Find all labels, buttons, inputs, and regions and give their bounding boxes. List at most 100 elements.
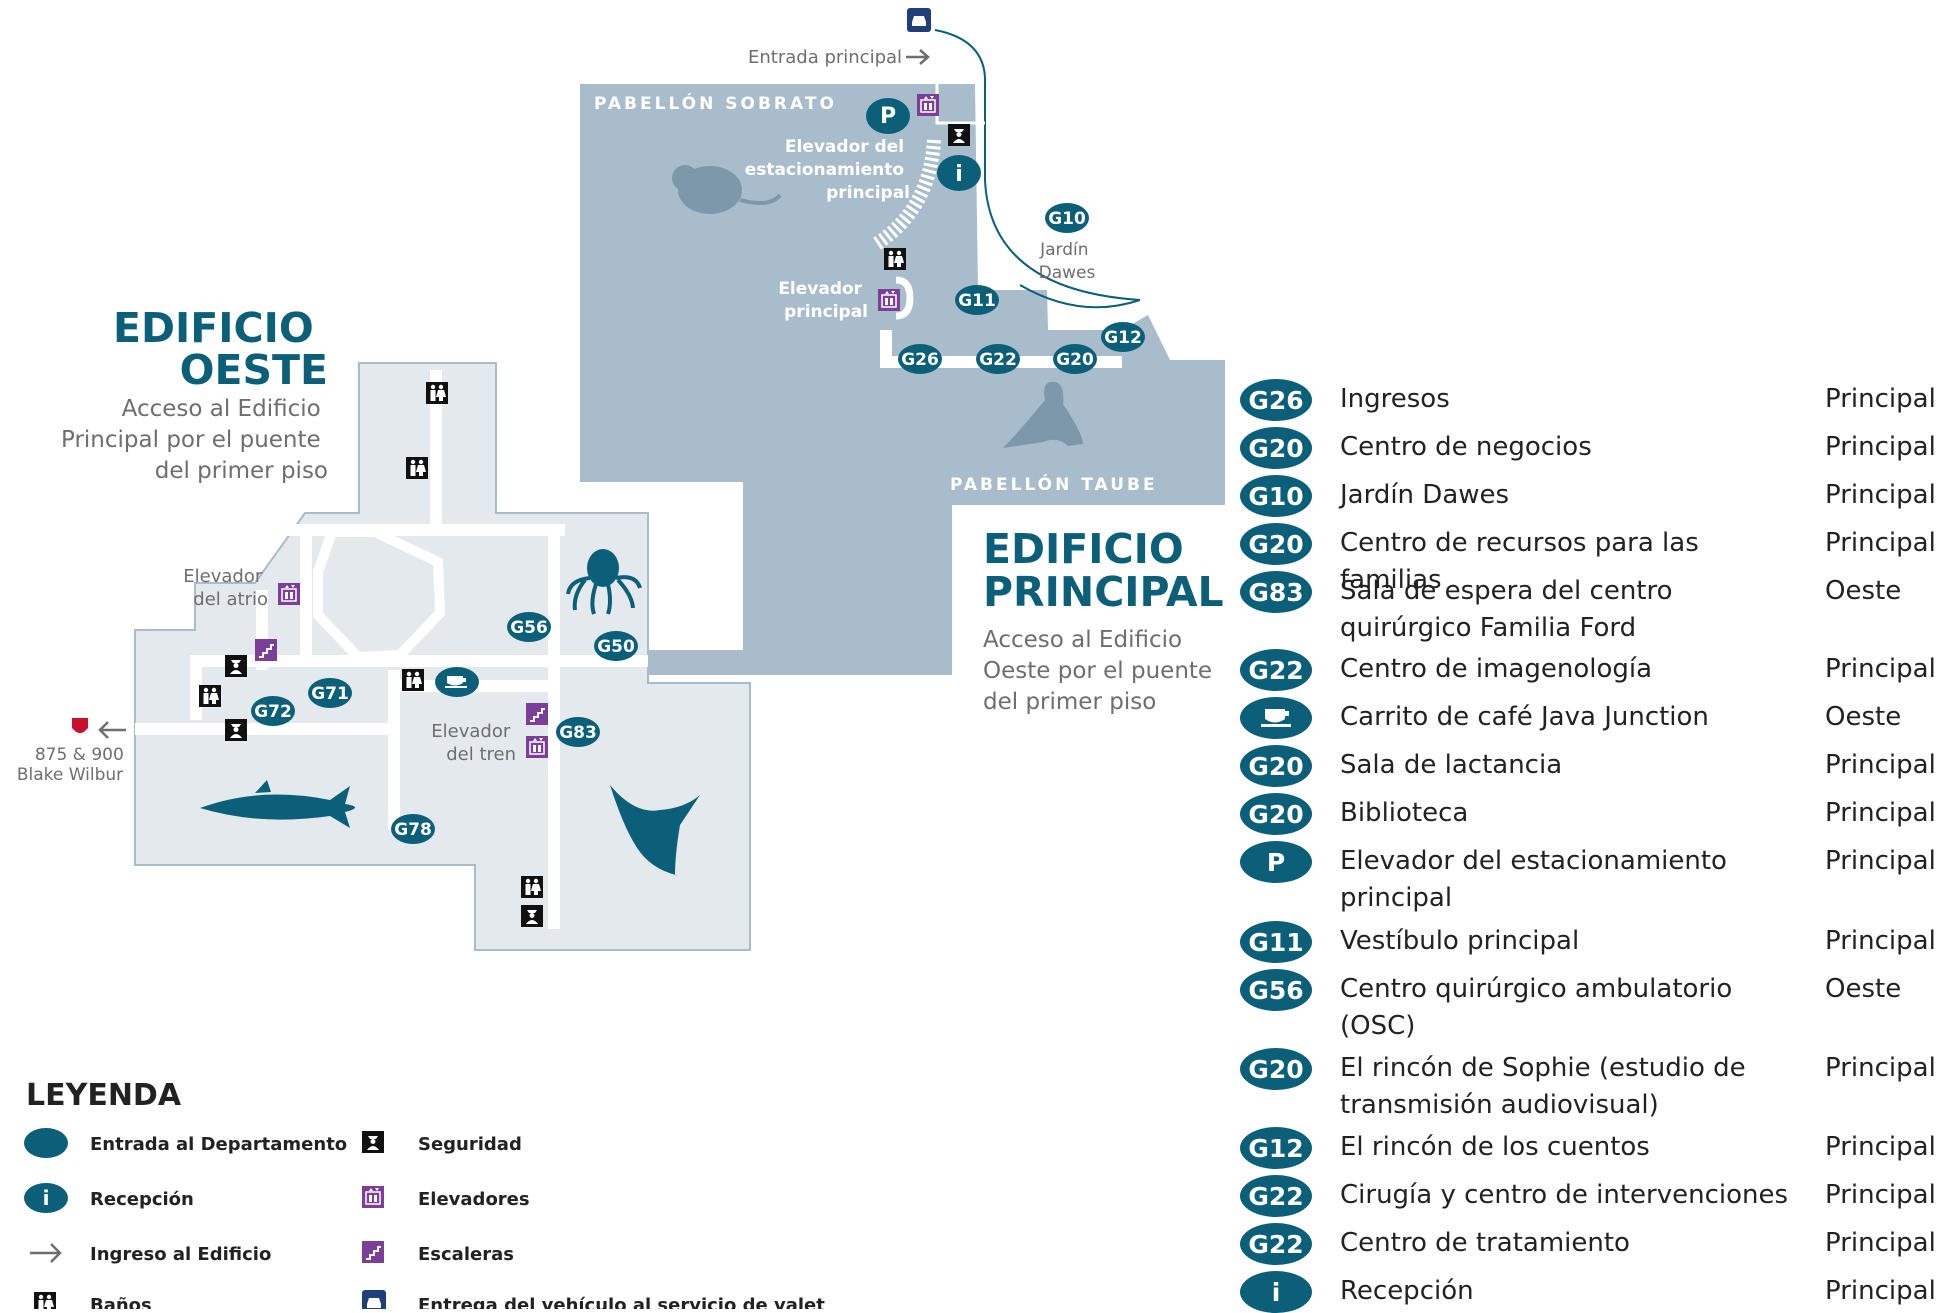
room-badge: G20 [1240, 1048, 1312, 1090]
legend-item-valet: Entrega del vehículo al servicio de vale… [362, 1290, 825, 1309]
legend-item-stairs: Escaleras [361, 1240, 514, 1265]
shark-icon [200, 780, 355, 828]
room-badge: G83 [1240, 571, 1312, 613]
directory-building: Principal [1825, 1132, 1936, 1162]
external-building-label: 875 & 900 Blake Wilbur [17, 745, 129, 785]
room-badge-g10[interactable]: G10 [1045, 203, 1089, 233]
svg-text:Seguridad: Seguridad [418, 1134, 522, 1155]
directory-building: Principal [1825, 654, 1936, 684]
directory-name: Recepción [1340, 1276, 1474, 1306]
directory-building: Principal [1825, 1276, 1936, 1306]
room-badge: G22 [1240, 1223, 1312, 1265]
directory-building: Principal [1825, 1053, 1936, 1083]
pavilion-taube-label: PABELLÓN TAUBE [950, 473, 1158, 495]
pavilion-sobrato-label: PABELLÓN SOBRATO [594, 92, 837, 114]
directory-name: Cirugía y centro de intervenciones [1340, 1180, 1789, 1210]
train-elevator-label: Elevador del tren [431, 721, 516, 765]
security-icon [521, 905, 543, 927]
directory-building: Principal [1825, 750, 1936, 780]
room-badge-g78[interactable]: G78 [391, 814, 435, 844]
svg-text:G22: G22 [979, 350, 1017, 370]
info-icon: i [1240, 1271, 1312, 1313]
coffee-icon[interactable] [435, 667, 479, 697]
room-badge-g12[interactable]: G12 [1101, 322, 1145, 352]
car-icon[interactable] [907, 8, 931, 32]
main-building-access: Acceso al Edificio Oeste por el puente d… [983, 627, 1219, 715]
garden-label: Jardín Dawes [1039, 240, 1096, 283]
elevator-icon [877, 288, 901, 312]
legend-item-security: Seguridad [362, 1131, 522, 1155]
room-badge-g72[interactable]: G72 [251, 696, 295, 726]
directory-name: Biblioteca [1340, 798, 1469, 828]
directory-building: Principal [1825, 846, 1936, 876]
info-icon [24, 1183, 68, 1213]
main-elevator-label: Elevador principal [778, 279, 868, 322]
svg-text:G72: G72 [254, 702, 292, 722]
elevator-icon [361, 1185, 385, 1209]
west-building-access: Acceso al Edificio Principal por el puen… [61, 396, 328, 484]
room-badge: G22 [1240, 1175, 1312, 1217]
directory-building: Oeste [1825, 702, 1902, 732]
svg-text:Ingreso al Edificio: Ingreso al Edificio [90, 1244, 271, 1265]
room-badge: G20 [1240, 793, 1312, 835]
legend-item-department-entrance: Entrada al Departamento [24, 1128, 347, 1158]
directory-building: Principal [1825, 1180, 1936, 1210]
room-badge: G20 [1240, 745, 1312, 787]
svg-text:Elevadores: Elevadores [418, 1189, 530, 1210]
elevator-icon [277, 582, 301, 606]
legend-item-elevators: Elevadores [361, 1185, 530, 1210]
svg-text:Baños: Baños [90, 1295, 152, 1309]
room-badge-g22[interactable]: G22 [976, 344, 1020, 374]
svg-text:i: i [955, 162, 963, 187]
info-icon[interactable]: i [937, 155, 981, 191]
stairs-icon [254, 638, 278, 662]
car-icon [362, 1290, 386, 1309]
legend-item-reception: i Recepción [24, 1183, 194, 1213]
room-badge-g11[interactable]: G11 [955, 285, 999, 315]
coffee-icon [1240, 697, 1312, 739]
directory-building: Principal [1825, 480, 1936, 510]
security-icon [948, 124, 970, 146]
restroom-icon [34, 1292, 56, 1309]
svg-text:G78: G78 [394, 820, 432, 840]
room-badge-g20[interactable]: G20 [1053, 344, 1097, 374]
room-badge-g56[interactable]: G56 [507, 612, 551, 642]
svg-text:G56: G56 [510, 618, 548, 638]
svg-text:G83: G83 [559, 723, 597, 743]
directory-name: Elevador del estacionamiento principal [1340, 846, 1727, 913]
room-badge-g26[interactable]: G26 [898, 344, 942, 374]
restroom-icon [884, 248, 906, 270]
svg-text:i: i [43, 1186, 50, 1210]
room-badge: G10 [1240, 475, 1312, 517]
svg-text:G71: G71 [311, 684, 349, 704]
parking-elevator-label: Elevador del estacionamiento principal [745, 137, 910, 203]
room-badge-g71[interactable]: G71 [308, 678, 352, 708]
svg-text:P: P [880, 104, 896, 129]
restroom-icon [521, 876, 543, 898]
room-badge: G11 [1240, 921, 1312, 963]
directory-name: Centro de tratamiento [1340, 1228, 1630, 1258]
parking-elevator-badge[interactable]: P [866, 98, 910, 134]
svg-text:G50: G50 [597, 637, 635, 657]
west-building-title: EDIFICIO OESTE [113, 304, 328, 394]
directory-building: Principal [1825, 432, 1936, 462]
arrow-right-icon [906, 49, 930, 65]
hospital-shield-icon [72, 718, 88, 733]
directory-building: Principal [1825, 384, 1936, 414]
room-badge-g50[interactable]: G50 [594, 631, 638, 661]
svg-text:G12: G12 [1104, 328, 1142, 348]
directory-name: Centro de imagenología [1340, 654, 1653, 684]
security-icon [225, 655, 247, 677]
rat-icon [672, 165, 782, 214]
room-badge: G26 [1240, 379, 1312, 421]
directory-name: Jardín Dawes [1340, 480, 1510, 510]
legend: LEYENDA Entrada al Departamento i Recepc… [24, 1078, 825, 1309]
restroom-icon [199, 685, 221, 707]
directory-name: Ingresos [1340, 384, 1450, 414]
manta-ray-icon [610, 785, 700, 877]
room-badge-g83[interactable]: G83 [556, 717, 600, 747]
directory-name: Vestíbulo principal [1340, 926, 1580, 956]
legend-item-building-entry: Ingreso al Edificio [30, 1243, 271, 1265]
main-building-floor [580, 84, 1225, 675]
svg-text:Recepción: Recepción [90, 1189, 194, 1210]
